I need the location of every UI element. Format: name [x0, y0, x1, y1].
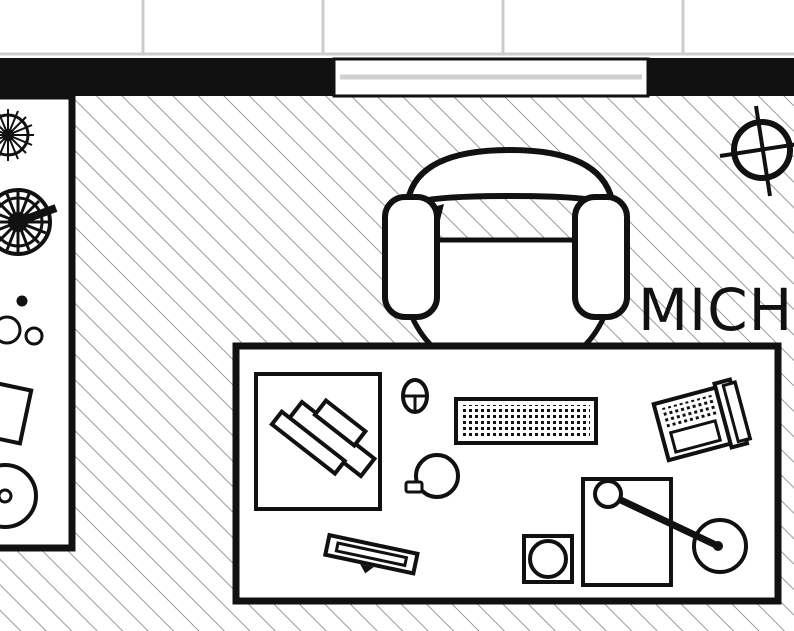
office-chair-icon: [382, 147, 630, 379]
stapler-icon: [322, 532, 420, 576]
shelf-box: [0, 380, 34, 446]
ship-wheel-icon: [0, 188, 58, 256]
keyboard-icon: [454, 397, 598, 445]
telephone-icon: [651, 377, 753, 463]
compass-rose-icon: [0, 109, 34, 161]
paper-stack-icon: [254, 372, 382, 511]
top-wall: [0, 57, 794, 98]
desk-lamp-icon: [581, 477, 748, 587]
hallway-tiles: [0, 0, 794, 58]
desk: [232, 342, 782, 605]
shelf-disc: [0, 463, 38, 529]
crosshair-icon: [719, 105, 794, 197]
coffee-mug-icon: [404, 453, 460, 499]
owner-label: MICHA: [638, 276, 794, 344]
computer-mouse-icon: [401, 378, 429, 414]
desk-coaster: [522, 534, 574, 584]
shelf-ornaments: [0, 295, 44, 346]
left-shelf: [0, 92, 76, 552]
